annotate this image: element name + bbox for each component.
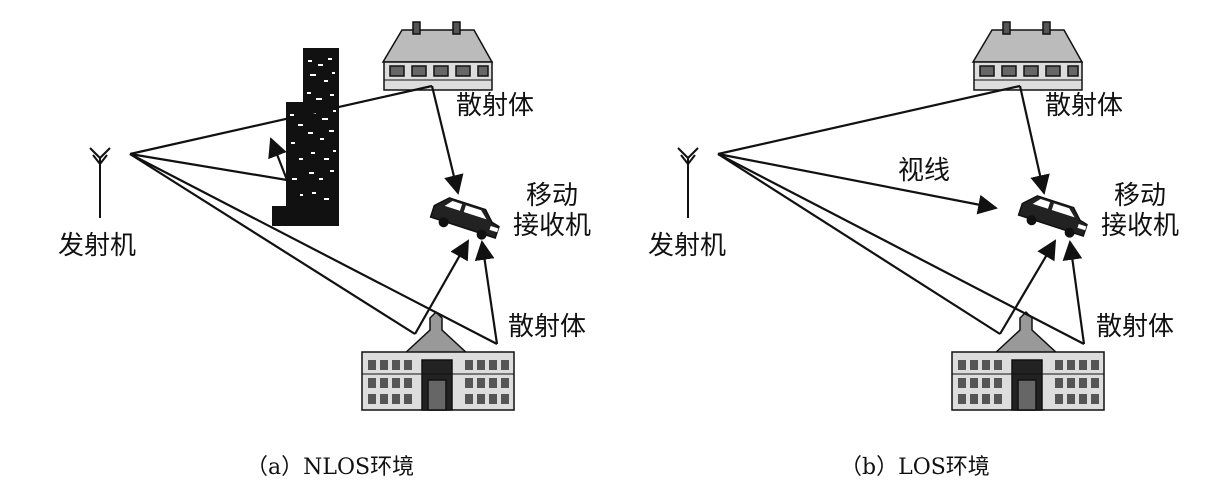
car-icon bbox=[429, 197, 500, 240]
scatterer-bottom-label-a: 散射体 bbox=[508, 312, 587, 342]
scatterer-top-label-b: 散射体 bbox=[1045, 91, 1124, 121]
antenna-icon bbox=[89, 147, 111, 218]
receiver-label-a: 移动 接收机 bbox=[510, 181, 594, 242]
house-icon bbox=[381, 21, 494, 91]
rays-panel-b bbox=[717, 84, 1086, 345]
panel-b bbox=[677, 21, 1105, 411]
skyscraper-icon bbox=[272, 48, 339, 226]
receiver-line2-b: 接收机 bbox=[1100, 210, 1179, 241]
building-icon bbox=[951, 310, 1105, 411]
house-icon bbox=[971, 21, 1084, 91]
receiver-label-b: 移动 接收机 bbox=[1098, 181, 1182, 242]
antenna-icon bbox=[677, 147, 699, 218]
car-icon bbox=[1017, 195, 1088, 238]
caption-b: （b）LOS环境 bbox=[840, 455, 990, 480]
los-label: 视线 bbox=[898, 156, 951, 186]
panel-a bbox=[89, 21, 515, 411]
transmitter-label-b: 发射机 bbox=[648, 231, 727, 261]
building-icon bbox=[361, 310, 515, 411]
receiver-line1-a: 移动 bbox=[525, 181, 578, 211]
transmitter-label-a: 发射机 bbox=[58, 231, 137, 261]
scatterer-top-label-a: 散射体 bbox=[456, 91, 535, 121]
caption-a: （a）NLOS环境 bbox=[246, 455, 415, 480]
receiver-line1-b: 移动 bbox=[1113, 181, 1166, 211]
rays-panel-a bbox=[129, 84, 499, 345]
receiver-line2-a: 接收机 bbox=[512, 210, 591, 241]
scatterer-bottom-label-b: 散射体 bbox=[1096, 312, 1175, 342]
